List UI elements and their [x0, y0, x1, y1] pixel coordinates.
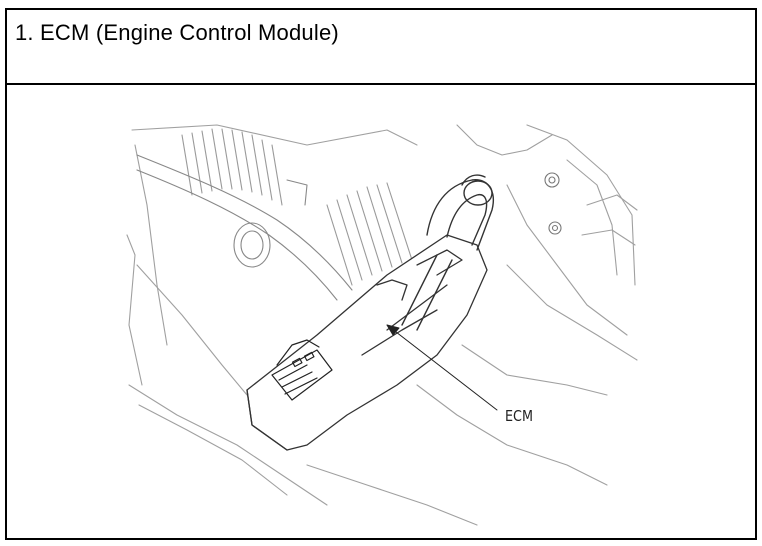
ecm-illustration: ECM [7, 85, 755, 538]
radiator-fins [181, 128, 413, 286]
wiring-harness [401, 174, 494, 331]
intake-hose [136, 154, 353, 301]
background-structure [126, 124, 638, 526]
ecm-callout-label: ECM [505, 407, 533, 425]
mounting-bolts [544, 172, 562, 235]
ecm-unit [246, 234, 488, 451]
ecm-callout-leader [386, 324, 498, 411]
document-frame: 1. ECM (Engine Control Module) [5, 8, 757, 540]
section-title: 1. ECM (Engine Control Module) [15, 20, 339, 45]
engine-bay-line-drawing [126, 124, 638, 526]
section-header: 1. ECM (Engine Control Module) [7, 10, 755, 85]
ecm-connectors [271, 339, 333, 401]
